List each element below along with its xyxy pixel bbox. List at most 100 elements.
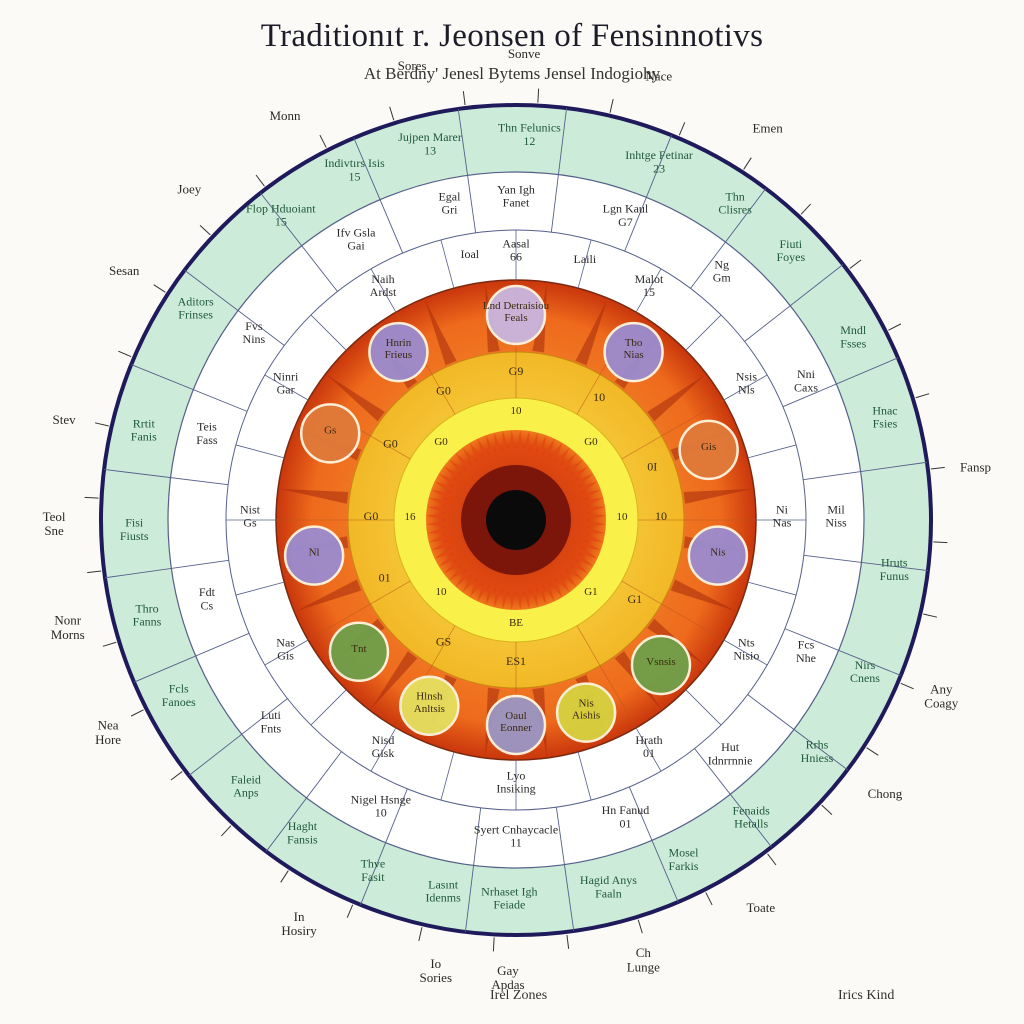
flame-wedge — [575, 300, 608, 366]
outer-spoke — [457, 108, 477, 233]
zone-label: Nis — [710, 547, 725, 559]
zone-circle — [399, 675, 460, 737]
zone-label-line: Fenaids — [733, 803, 771, 817]
zone-label-line: Feals — [504, 312, 527, 324]
inner-spoke — [723, 639, 768, 666]
outer-spoke — [624, 135, 672, 252]
zone-circle-label: Nis — [710, 547, 725, 559]
zone-label-line: Nias — [623, 349, 643, 361]
zone-label-line: Hosiry — [281, 923, 317, 938]
zone-circle — [368, 321, 429, 383]
zone-circle — [630, 634, 692, 696]
zone-label-line: Ioal — [460, 247, 479, 261]
zone-label: 10 — [511, 405, 523, 417]
outer-spoke — [104, 559, 229, 579]
zone-label-line: Mil — [827, 502, 845, 516]
zone-label-line: Lgn Kaul — [603, 202, 649, 216]
zone-label-line: Joey — [177, 181, 201, 196]
inner-spoke — [440, 751, 455, 801]
outer-tick — [743, 157, 752, 170]
zone-circle-label: Vsnsis — [646, 656, 675, 668]
zone-label: Monn — [269, 108, 301, 123]
zone-label-line: Gri — [441, 203, 458, 217]
zone-label-line: Fansis — [287, 832, 318, 846]
zone-label-line: Io — [430, 956, 441, 971]
outer-tick — [153, 284, 166, 293]
outer-tick — [492, 937, 495, 952]
outer-tick — [821, 804, 833, 815]
zone-label-line: Sories — [420, 970, 453, 985]
zone-label-line: Hagid Anys — [580, 873, 637, 887]
zone-circle — [328, 621, 390, 683]
zone-label-line: Egal — [438, 189, 461, 203]
zone-label-line: Vsnsis — [646, 656, 675, 668]
zone-label: 16 — [405, 511, 417, 523]
zone-label-line: Hrath — [635, 733, 662, 747]
zone-label-line: 10 — [375, 806, 387, 820]
outer-tick — [87, 570, 102, 574]
zone-label-line: Eonner — [500, 722, 532, 734]
zone-label-line: G0 — [434, 436, 448, 448]
zone-label-line: Anps — [233, 786, 259, 800]
zone-circle — [603, 321, 664, 383]
zone-label: G1 — [584, 586, 597, 598]
zone-label-line: Coagy — [924, 696, 958, 711]
zone-label-line: Hore — [95, 732, 121, 747]
core-black — [486, 490, 546, 550]
caption-right: Irics Kind — [838, 988, 895, 1003]
zone-label-line: Fcs — [798, 638, 815, 652]
zone-label-line: Feiade — [493, 898, 525, 912]
zone-label-line: Fanis — [131, 430, 157, 444]
zone-label: G9 — [509, 364, 524, 378]
ring-layers — [99, 103, 933, 937]
outer-tick — [637, 919, 643, 934]
zone-label: Stev — [53, 412, 77, 427]
zone-label-line: Ardst — [370, 285, 397, 299]
zone-label-line: 66 — [510, 250, 522, 264]
zone-label-line: Frinses — [178, 308, 213, 322]
outer-spoke — [131, 364, 248, 412]
zone-label-line: Frieus — [385, 349, 413, 361]
zone-label-line: Laili — [574, 252, 597, 266]
zone-label-line: Hetalls — [734, 817, 768, 831]
zone-label-line: Hut — [721, 740, 740, 754]
outer-spoke — [104, 468, 229, 486]
zone-label-line: Chong — [868, 786, 903, 801]
zone-label: Emen — [752, 121, 783, 136]
zone-label-line: Gis — [701, 441, 716, 453]
yellow-spoke — [621, 580, 725, 641]
zone-circle-label: Nl — [309, 547, 320, 559]
zone-label-line: Naih — [371, 272, 394, 286]
zone-label-line: Lyo — [507, 768, 526, 782]
zone-label: 0I — [647, 459, 657, 473]
zone-label: 10 — [655, 509, 667, 523]
flame-wedge — [424, 300, 457, 366]
inner-spoke — [577, 751, 592, 801]
zone-label-line: Nni — [797, 367, 816, 381]
outer-spoke — [782, 357, 899, 408]
outer-spoke — [803, 461, 928, 481]
zone-label: 10 — [436, 586, 448, 598]
outer-spoke — [353, 137, 404, 254]
zone-label-line: Nins — [243, 332, 266, 346]
